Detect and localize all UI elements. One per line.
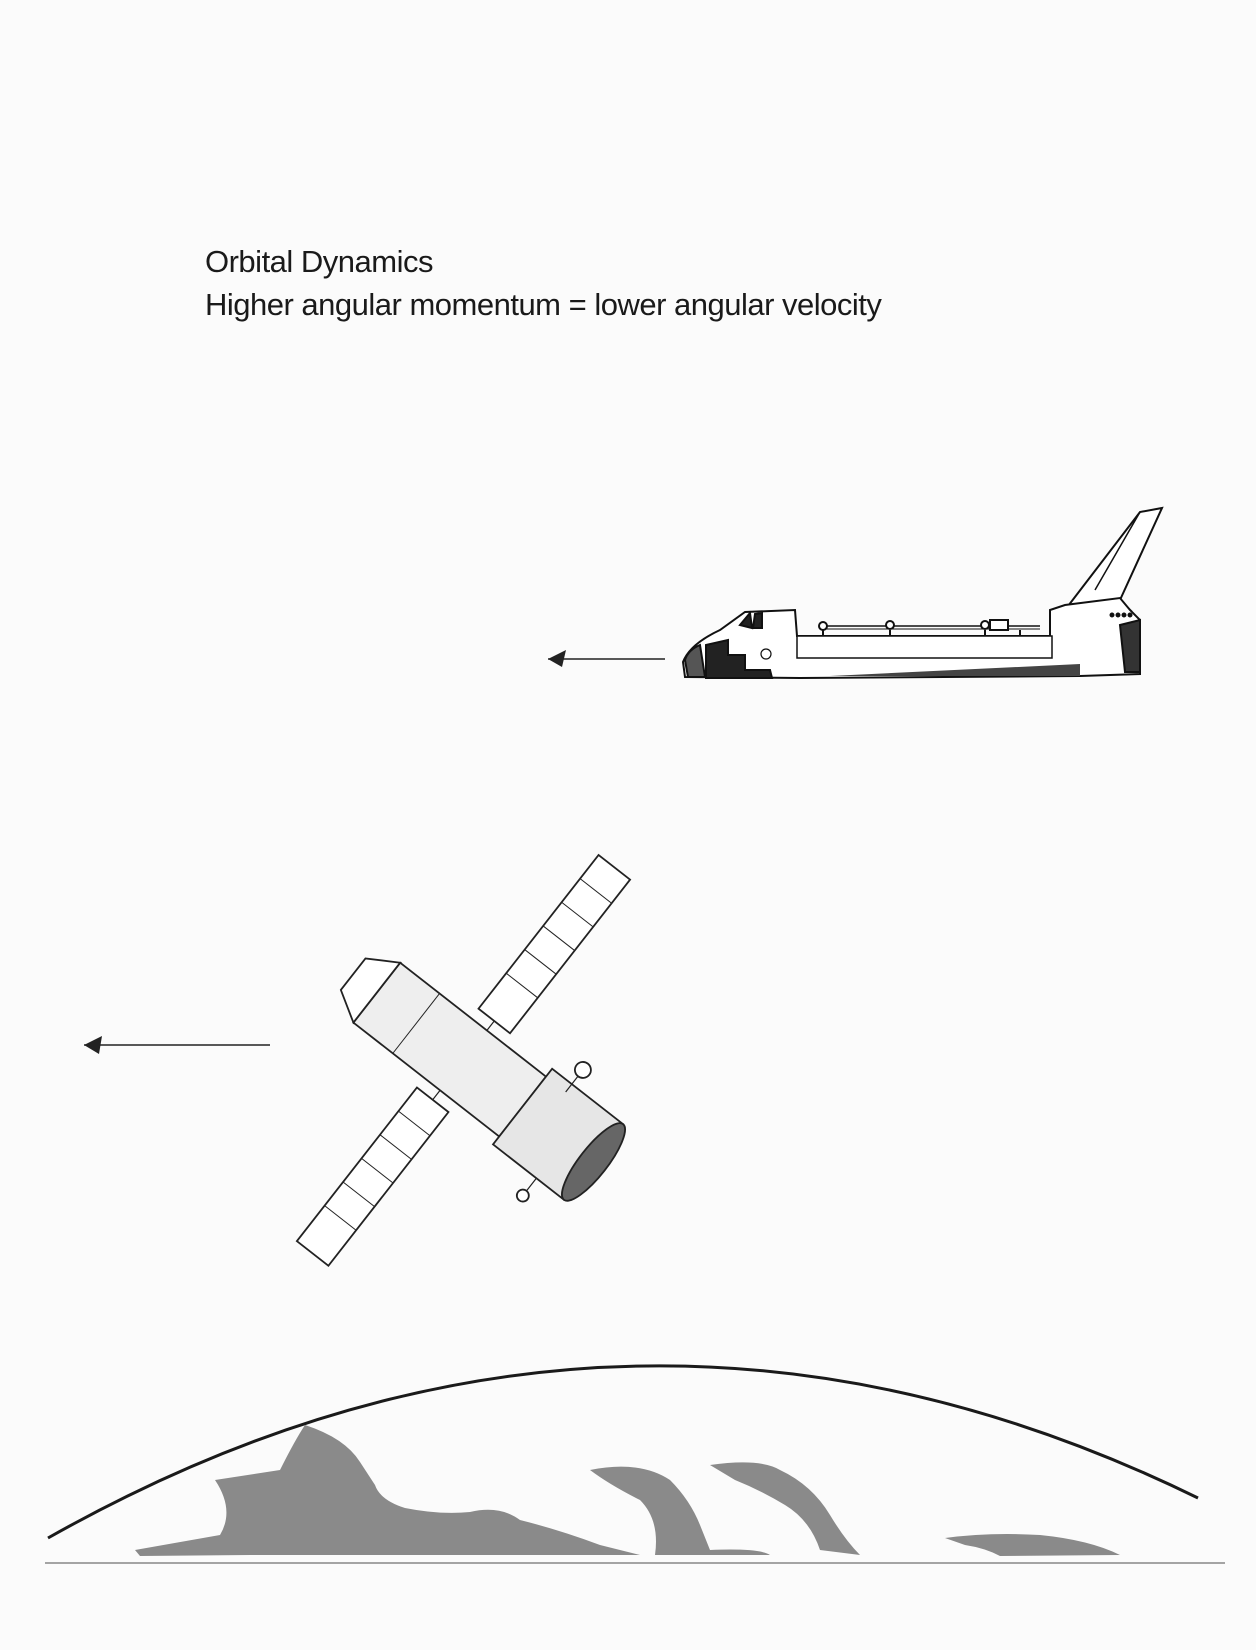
landmass — [135, 1425, 640, 1556]
space-telescope-icon — [295, 853, 632, 1268]
page-title: Orbital Dynamics — [205, 244, 434, 279]
solar-panel-bottom — [295, 1086, 450, 1268]
earth-horizon — [45, 1364, 1225, 1564]
telescope-velocity-arrow — [84, 1036, 270, 1054]
page-subtitle: Higher angular momentum = lower angular … — [205, 287, 882, 322]
space-shuttle-icon — [681, 506, 1164, 680]
landmass — [590, 1466, 770, 1555]
landmass — [945, 1534, 1120, 1556]
shuttle-velocity-arrow — [548, 650, 665, 667]
landmass — [710, 1462, 860, 1555]
solar-panel-top — [477, 853, 632, 1035]
